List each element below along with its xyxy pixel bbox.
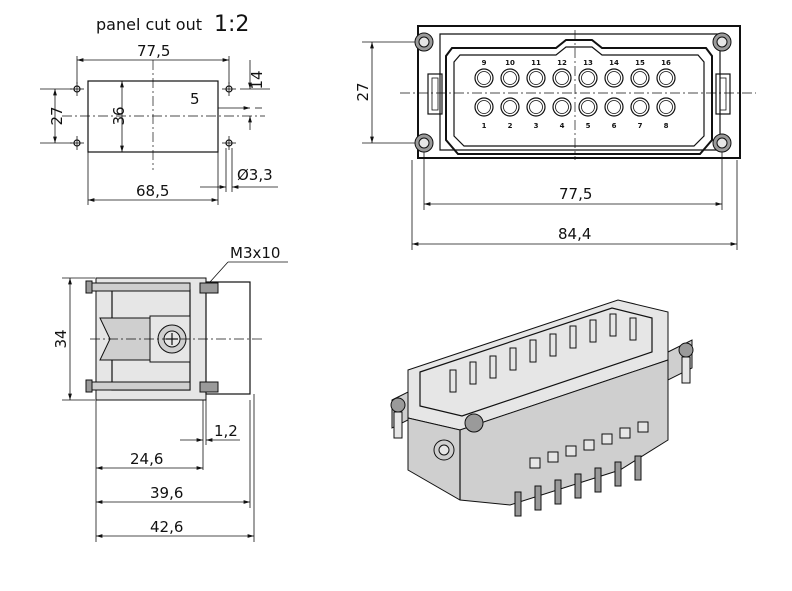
cutout-title: panel cut out bbox=[96, 15, 202, 34]
pin-label-1: 1 bbox=[482, 122, 487, 130]
pin-label-15: 15 bbox=[635, 59, 645, 67]
dimension-14: 14 bbox=[248, 70, 266, 89]
dimension-36: 36 bbox=[110, 106, 128, 125]
pin-contact-8 bbox=[656, 97, 676, 117]
pin-label-7: 7 bbox=[638, 122, 643, 130]
iso-contact-windows bbox=[529, 421, 649, 469]
dimension-68-5: 68,5 bbox=[136, 182, 169, 200]
front-insert-body bbox=[445, 39, 713, 155]
front-flange bbox=[417, 25, 741, 159]
pin-contact-4 bbox=[552, 97, 572, 117]
pin-contact-9 bbox=[474, 68, 494, 88]
pin-label-11: 11 bbox=[531, 59, 541, 67]
isometric-view bbox=[390, 299, 694, 517]
dimension-hole-diameter: Ø3,3 bbox=[237, 166, 273, 184]
front-left-clip bbox=[427, 73, 443, 115]
panel-cutout-view: panel cut out 1:2 77,5 27 36 5 bbox=[40, 12, 278, 205]
iso-terminals bbox=[514, 455, 642, 517]
pin-contact-13 bbox=[578, 68, 598, 88]
screw-label: M3x10 bbox=[230, 244, 280, 262]
pin-contact-16 bbox=[656, 68, 676, 88]
iso-pins bbox=[449, 313, 637, 393]
pin-label-6: 6 bbox=[612, 122, 617, 130]
pin-label-9: 9 bbox=[482, 59, 487, 67]
dimension-34: 34 bbox=[52, 329, 70, 348]
pin-contact-2 bbox=[500, 97, 520, 117]
pin-label-10: 10 bbox=[505, 59, 515, 67]
pin-label-14: 14 bbox=[609, 59, 619, 67]
pin-contact-12 bbox=[552, 68, 572, 88]
dimension-front-84-4: 84,4 bbox=[558, 225, 591, 243]
pin-contact-11 bbox=[526, 68, 546, 88]
front-corner-screws bbox=[414, 32, 732, 153]
pin-label-13: 13 bbox=[583, 59, 593, 67]
pin-contact-14 bbox=[604, 68, 624, 88]
pin-contact-5 bbox=[578, 97, 598, 117]
dimension-1-2: 1,2 bbox=[214, 422, 238, 440]
pin-label-5: 5 bbox=[586, 122, 591, 130]
pin-contact-6 bbox=[604, 97, 624, 117]
pin-label-4: 4 bbox=[560, 122, 565, 130]
side-view: M3x10 34 bbox=[52, 244, 288, 542]
side-locking-lever bbox=[99, 317, 151, 361]
pin-contact-7 bbox=[630, 97, 650, 117]
cutout-scale: 1:2 bbox=[214, 12, 249, 37]
dimension-front-77-5: 77,5 bbox=[559, 185, 592, 203]
dimension-39-6: 39,6 bbox=[150, 484, 183, 502]
dimension-27-cutout: 27 bbox=[48, 106, 66, 125]
pin-label-8: 8 bbox=[664, 122, 669, 130]
dimension-77-5: 77,5 bbox=[137, 42, 170, 60]
side-insert bbox=[205, 281, 251, 395]
pin-contact-1 bbox=[474, 97, 494, 117]
pin-label-16: 16 bbox=[661, 59, 671, 67]
dimension-24-6: 24,6 bbox=[130, 450, 163, 468]
cutout-holes bbox=[70, 82, 236, 150]
dimension-42-6: 42,6 bbox=[150, 518, 183, 536]
pin-label-2: 2 bbox=[508, 122, 513, 130]
dimension-27-front: 27 bbox=[354, 82, 372, 101]
pin-contact-15 bbox=[630, 68, 650, 88]
pin-label-12: 12 bbox=[557, 59, 567, 67]
pin-label-3: 3 bbox=[534, 122, 539, 130]
side-screws bbox=[85, 280, 219, 393]
pin-contact-10 bbox=[500, 68, 520, 88]
pin-contact-3 bbox=[526, 97, 546, 117]
dimension-5: 5 bbox=[190, 90, 200, 108]
front-right-clip bbox=[715, 73, 731, 115]
